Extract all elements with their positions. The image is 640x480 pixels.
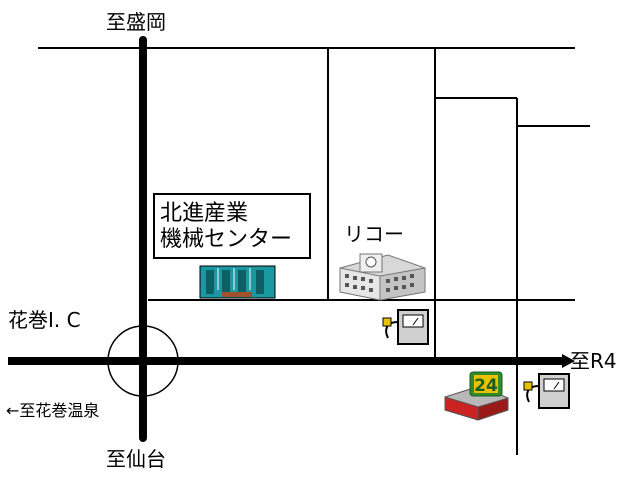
ricoh-label: リコー <box>344 222 404 246</box>
store-24-text: 24 <box>474 376 498 396</box>
east-arrow-head <box>562 354 575 368</box>
south-direction-label: 至仙台 <box>106 447 166 471</box>
company-building-icon <box>199 265 276 299</box>
interchange-label: 花巻I. C <box>8 308 81 332</box>
east-direction-label: 至R4 <box>570 349 617 373</box>
destination-name-line1: 北進産業 <box>160 201 249 226</box>
destination-name-line2: 機械センター <box>160 227 293 252</box>
gas-station-icon <box>382 309 429 345</box>
office-building-icon <box>339 253 426 301</box>
onsen-direction-label: ←至花巻温泉 <box>6 401 100 420</box>
destination-box: 北進産業 機械センター <box>153 193 311 259</box>
north-direction-label: 至盛岡 <box>106 10 166 34</box>
convenience-store-icon: 24 <box>444 371 509 421</box>
gas-station-icon <box>523 373 570 409</box>
